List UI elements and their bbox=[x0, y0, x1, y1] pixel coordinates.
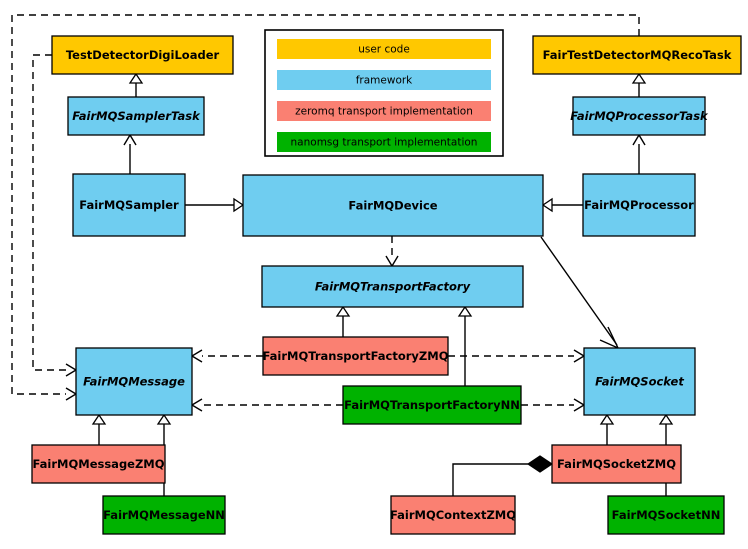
legend-item-zeromq: zeromq transport implementation bbox=[277, 101, 491, 121]
class-box-label: FairMQProcessor bbox=[584, 198, 694, 212]
legend-swatch bbox=[277, 39, 491, 59]
class-box-FairMQProcessorTask[interactable]: FairMQProcessorTask bbox=[570, 96, 709, 136]
class-box-TestDetectorDigiLoader[interactable]: TestDetectorDigiLoader bbox=[51, 35, 234, 75]
class-box-label: FairMQTransportFactoryZMQ bbox=[262, 349, 448, 363]
class-box-FairMQSocketNN[interactable]: FairMQSocketNN bbox=[607, 495, 725, 535]
class-box-FairMQTransportFactoryNN[interactable]: FairMQTransportFactoryNN bbox=[342, 385, 522, 425]
class-box-FairMQTransportFactory[interactable]: FairMQTransportFactory bbox=[261, 265, 524, 308]
generalization-arrowhead-message-left bbox=[91, 413, 107, 425]
class-box-label: FairMQMessage bbox=[83, 375, 185, 389]
legend-item-label: framework bbox=[356, 75, 413, 87]
association-arrowhead-samplertask bbox=[123, 133, 137, 146]
generalization-arrowhead-tf-left bbox=[335, 305, 351, 317]
legend-item-label: zeromq transport implementation bbox=[295, 106, 473, 118]
class-box-FairMQMessageZMQ[interactable]: FairMQMessageZMQ bbox=[31, 444, 166, 484]
class-box-FairMQSocketZMQ[interactable]: FairMQSocketZMQ bbox=[551, 444, 682, 484]
composition-diamond-socketzmq bbox=[526, 455, 554, 473]
generalization-arrowhead-message-right bbox=[156, 413, 172, 425]
dependency-arrowhead-message-nn bbox=[190, 398, 203, 412]
class-box-FairMQProcessor[interactable]: FairMQProcessor bbox=[582, 173, 696, 237]
dependency-arrowhead-socket-nn bbox=[573, 398, 586, 412]
dependency-arrowhead-message-digiloader bbox=[65, 363, 78, 377]
class-box-FairMQDevice[interactable]: FairMQDevice bbox=[242, 174, 544, 237]
class-box-FairMQSampler[interactable]: FairMQSampler bbox=[72, 173, 186, 237]
generalization-arrowhead-device-right bbox=[541, 197, 553, 213]
class-box-FairTestDetectorMQRecoTask[interactable]: FairTestDetectorMQRecoTask bbox=[532, 35, 742, 75]
generalization-arrowhead-tf-right bbox=[457, 305, 473, 317]
class-box-label: FairMQSocketNN bbox=[612, 508, 721, 522]
edge-device-socket bbox=[540, 236, 618, 346]
edge-contextzmq-socketzmq bbox=[452, 463, 528, 496]
class-box-label: FairMQSocketZMQ bbox=[557, 457, 676, 471]
legend-item-label: nanomsg transport implementation bbox=[291, 137, 478, 149]
generalization-arrowhead-socket-right bbox=[658, 413, 674, 425]
legend-item-label: user code bbox=[358, 44, 410, 56]
edge-digiloader-message bbox=[32, 54, 66, 371]
class-box-label: FairMQContextZMQ bbox=[390, 508, 516, 522]
generalization-arrowhead-processortask bbox=[631, 72, 647, 84]
dependency-arrowhead-transportfactory bbox=[385, 255, 399, 268]
association-arrowhead-socket-top bbox=[599, 326, 620, 350]
edge-recotask-message bbox=[11, 14, 640, 395]
legend-swatch bbox=[277, 101, 491, 121]
class-box-FairMQTransportFactoryZMQ[interactable]: FairMQTransportFactoryZMQ bbox=[262, 336, 449, 376]
class-box-label: FairMQSamplerTask bbox=[72, 109, 201, 123]
class-box-FairMQSamplerTask[interactable]: FairMQSamplerTask bbox=[67, 96, 205, 136]
class-box-label: FairMQMessageZMQ bbox=[32, 457, 164, 471]
legend-swatch bbox=[277, 70, 491, 90]
class-box-label: FairMQTransportFactory bbox=[315, 280, 471, 294]
node-layer: TestDetectorDigiLoaderFairMQSamplerTaskF… bbox=[31, 35, 742, 535]
class-box-label: FairMQSocket bbox=[595, 375, 684, 389]
class-box-label: FairMQProcessorTask bbox=[570, 109, 709, 123]
dependency-arrowhead-message-zmq bbox=[190, 349, 203, 363]
class-box-FairMQMessage[interactable]: FairMQMessage bbox=[75, 347, 193, 416]
generalization-arrowhead-digiloader bbox=[128, 72, 144, 84]
dependency-arrowhead-message-recotask bbox=[65, 387, 78, 401]
class-box-FairMQMessageNN[interactable]: FairMQMessageNN bbox=[102, 495, 226, 535]
dependency-arrowhead-socket-zmq bbox=[573, 349, 586, 363]
class-box-label: FairMQMessageNN bbox=[103, 508, 225, 522]
class-box-label: FairMQDevice bbox=[348, 199, 437, 213]
class-box-label: FairMQTransportFactoryNN bbox=[344, 398, 520, 412]
association-arrowhead-processortask bbox=[632, 133, 646, 146]
legend-item-framework: framework bbox=[277, 70, 491, 90]
generalization-arrowhead-socket-left bbox=[599, 413, 615, 425]
generalization-arrowhead-device-left bbox=[233, 197, 245, 213]
legend-item-user-code: user code bbox=[277, 39, 491, 59]
class-box-label: FairMQSampler bbox=[79, 198, 179, 212]
class-box-FairMQContextZMQ[interactable]: FairMQContextZMQ bbox=[390, 495, 516, 535]
class-box-label: TestDetectorDigiLoader bbox=[66, 48, 220, 62]
legend-layer: user code framework zeromq transport imple… bbox=[264, 29, 504, 157]
class-box-label: FairTestDetectorMQRecoTask bbox=[543, 48, 732, 62]
legend-item-nanomsg: nanomsg transport implementation bbox=[277, 132, 491, 152]
class-box-FairMQSocket[interactable]: FairMQSocket bbox=[583, 347, 696, 416]
legend-swatch bbox=[277, 132, 491, 152]
